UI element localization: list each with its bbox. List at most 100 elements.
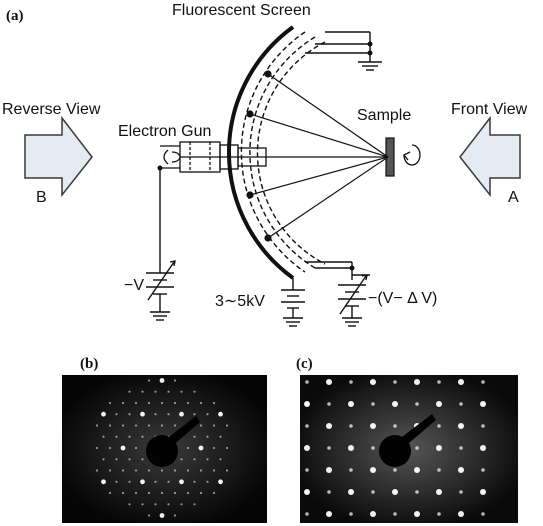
fluorescent-screen-arc bbox=[227, 25, 295, 280]
diffraction-spot bbox=[437, 380, 441, 384]
diffraction-spot bbox=[370, 423, 376, 429]
diffraction-spot bbox=[160, 469, 164, 472]
diffraction-spot bbox=[193, 435, 196, 438]
diffraction-rays bbox=[246, 70, 389, 242]
diffraction-spot bbox=[327, 402, 331, 406]
diffraction-spot bbox=[393, 424, 397, 428]
diffraction-spot bbox=[458, 511, 464, 517]
diffraction-spot bbox=[173, 491, 177, 495]
diffraction-spot bbox=[95, 446, 99, 450]
diffraction-spot bbox=[458, 423, 464, 429]
reverse-view-label: Reverse View bbox=[2, 101, 101, 118]
diffraction-spot bbox=[206, 480, 209, 483]
diffraction-spot bbox=[349, 512, 353, 516]
diffraction-spot bbox=[371, 446, 375, 450]
diffraction-spot bbox=[349, 468, 353, 472]
diffraction-spot bbox=[141, 435, 144, 438]
diffraction-spot bbox=[327, 490, 331, 494]
diffraction-spot bbox=[121, 401, 125, 405]
diffraction-spot bbox=[186, 491, 190, 495]
diffraction-spot bbox=[305, 380, 309, 384]
diffraction-spot bbox=[159, 378, 165, 383]
diffraction-spot bbox=[115, 458, 118, 461]
diffraction-spot bbox=[167, 480, 170, 483]
diffraction-spot bbox=[348, 445, 354, 451]
diffraction-spot bbox=[147, 379, 151, 382]
diffraction-spot bbox=[167, 503, 170, 506]
grid-arc-3 bbox=[256, 41, 326, 265]
diffraction-spot bbox=[121, 491, 125, 495]
diffraction-spot bbox=[154, 390, 157, 393]
diffraction-spot bbox=[304, 401, 310, 407]
diffraction-spot bbox=[115, 435, 118, 438]
diffraction-spot bbox=[326, 379, 332, 385]
leed-pattern-b bbox=[62, 375, 267, 523]
diffraction-spot bbox=[147, 469, 151, 472]
diffraction-spot bbox=[225, 424, 229, 427]
panel-label-b: (b) bbox=[80, 356, 98, 372]
diffraction-spot bbox=[305, 512, 309, 516]
diffraction-spot bbox=[349, 424, 353, 428]
diffraction-spot bbox=[115, 480, 118, 483]
diffraction-spot bbox=[437, 512, 441, 516]
diffraction-spot bbox=[370, 511, 376, 517]
screen-voltage-circuit bbox=[281, 278, 305, 327]
diffraction-spot bbox=[393, 380, 397, 384]
diffraction-spot bbox=[134, 469, 138, 472]
diffraction-spot bbox=[115, 413, 118, 416]
diffraction-spot bbox=[199, 469, 203, 472]
diffraction-spot bbox=[436, 445, 442, 451]
diffraction-spot bbox=[186, 469, 190, 472]
diffraction-spot bbox=[371, 490, 375, 494]
diffraction-spot bbox=[159, 513, 165, 518]
diffraction-spot bbox=[179, 411, 184, 417]
diffraction-spot bbox=[199, 424, 203, 427]
diffraction-spot bbox=[95, 424, 99, 427]
diffraction-spot bbox=[326, 467, 332, 473]
diffraction-spot bbox=[481, 380, 485, 384]
diffraction-spot bbox=[134, 424, 138, 427]
diffraction-spot bbox=[415, 446, 419, 450]
diffraction-spot bbox=[218, 479, 223, 485]
diffraction-spot bbox=[128, 480, 131, 483]
arrow-label-a: A bbox=[508, 189, 519, 206]
diffraction-spot bbox=[173, 424, 177, 427]
diffraction-spot bbox=[193, 503, 196, 506]
diffraction-spot bbox=[199, 491, 203, 495]
panel-label-c: (c) bbox=[296, 356, 313, 372]
diffraction-spot bbox=[102, 435, 105, 438]
diffraction-spot bbox=[304, 445, 310, 451]
diffraction-spot bbox=[206, 413, 209, 416]
screen-voltage-label: 3∼5kV bbox=[215, 293, 265, 310]
grid-arc-1 bbox=[240, 31, 306, 273]
diffraction-spot bbox=[349, 380, 353, 384]
diffraction-spot bbox=[459, 402, 463, 406]
diffraction-spot bbox=[140, 479, 145, 485]
diffraction-spot bbox=[326, 511, 332, 517]
diffraction-spot bbox=[393, 468, 397, 472]
diffraction-spot bbox=[121, 469, 125, 472]
diffraction-spot bbox=[186, 401, 190, 405]
diffraction-spot bbox=[392, 401, 398, 407]
reverse-view-arrow bbox=[24, 115, 93, 198]
gun-voltage-label: −V bbox=[124, 277, 144, 294]
diffraction-spot bbox=[134, 446, 138, 450]
diffraction-spot bbox=[305, 468, 309, 472]
front-view-label: Front View bbox=[451, 101, 528, 118]
electron-gun bbox=[160, 141, 388, 173]
diffraction-spot bbox=[160, 401, 164, 405]
diffraction-spot bbox=[134, 401, 138, 405]
diffraction-spot bbox=[101, 479, 106, 485]
diffraction-spot bbox=[147, 491, 151, 495]
diffraction-spot bbox=[458, 467, 464, 473]
diffraction-spot bbox=[180, 458, 183, 461]
diffraction-spot bbox=[128, 413, 131, 416]
diffraction-spot bbox=[167, 390, 170, 393]
diffraction-spot bbox=[173, 514, 177, 517]
diffraction-spot bbox=[212, 446, 216, 450]
diffraction-spot bbox=[327, 446, 331, 450]
diffraction-spot bbox=[108, 469, 112, 472]
diffraction-spot bbox=[481, 512, 485, 516]
diffraction-spot bbox=[121, 424, 125, 427]
